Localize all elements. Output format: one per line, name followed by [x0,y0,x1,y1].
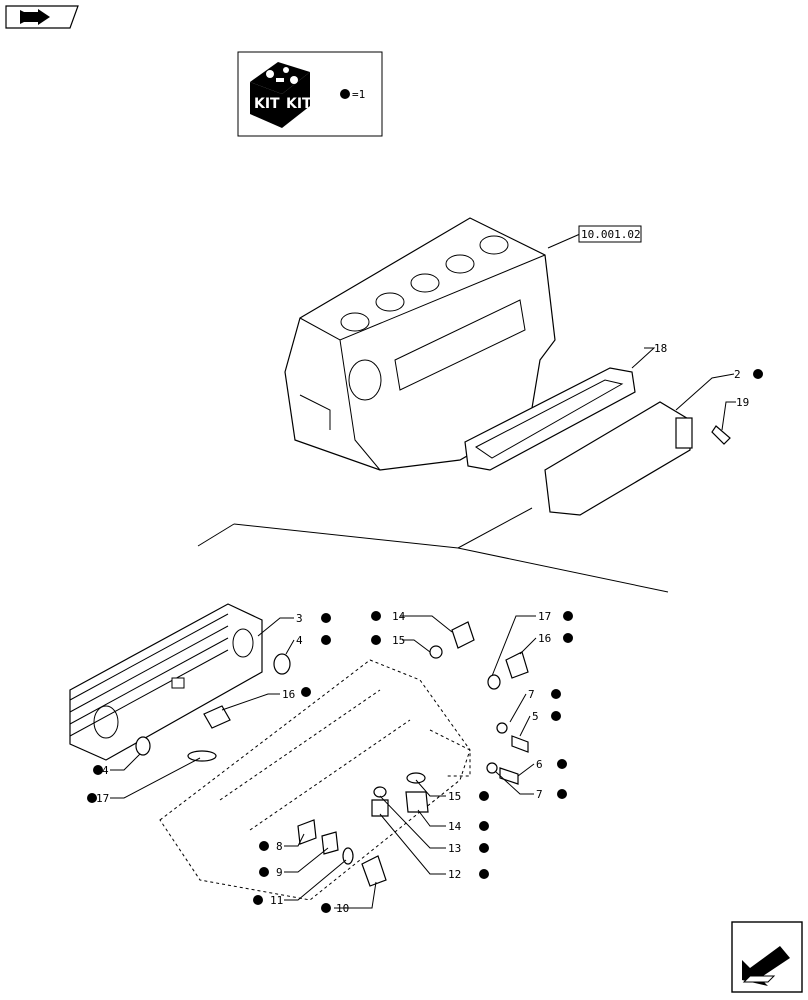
kit-word-left: KIT [254,96,280,112]
leader-lines [110,347,736,909]
callout-12: 12 [448,868,461,881]
plug-14-bottom [405,791,429,813]
ring-seal-4-left [135,736,151,756]
callout-5: 5 [532,710,539,723]
kit-word-right: KIT [286,96,312,112]
callout-17-right: 17 [538,610,551,623]
bolt-5 [511,735,529,753]
plug-9 [321,831,339,855]
callout-18: 18 [654,342,667,355]
washer-7-upper [496,722,508,734]
callout-16-left: 16 [282,688,295,701]
kit-dots [87,369,763,913]
callout-13: 13 [448,842,461,855]
screw-19-part [711,425,731,445]
ring-15-top [429,645,443,659]
callout-14-bottom: 14 [448,820,462,833]
plug-12 [371,799,389,817]
callout-7-upper: 7 [528,688,535,701]
next-page-arrow-icon[interactable] [731,921,803,993]
callout-2: 2 [734,368,741,381]
callout-19: 19 [736,396,749,409]
callout-16-right: 16 [538,632,551,645]
callout-4-left: 4 [102,764,109,777]
plug-16-right [505,651,529,679]
oil-cooler-cover-part [544,401,693,516]
book-arrow-icon[interactable] [5,5,79,29]
callout-3: 3 [296,612,303,625]
callout-10: 10 [336,902,349,915]
ring-15-bottom [406,772,426,784]
bolt-6 [499,767,519,785]
callout-15-bottom: 15 [448,790,461,803]
fitting-10 [361,855,387,887]
ring-seal-4-right [273,653,291,675]
housing-part [159,659,471,901]
kit-dot-icon [340,89,350,99]
callout-17-left: 17 [96,792,109,805]
ring-17-right [487,674,501,690]
cooler-core-part [69,603,263,761]
callout-9: 9 [276,866,283,879]
callout-6: 6 [536,758,543,771]
gasket-part [464,367,636,471]
plug-14-top [451,621,475,649]
callout-15-top: 15 [392,634,405,647]
reference-label-text: 10.001.02 [581,228,641,241]
callout-14-top: 14 [392,610,406,623]
callout-4-right: 4 [296,634,303,647]
callout-labels: 18 2 19 3 4 16 14 15 17 16 7 5 6 7 15 14… [96,342,749,915]
kit-legend: KIT KIT =1 [237,51,383,137]
callout-8: 8 [276,840,283,853]
kit-box-icon: KIT KIT [250,62,312,128]
kit-equals-label: =1 [352,88,365,101]
ring-13 [373,786,387,798]
callout-7-lower: 7 [536,788,543,801]
plug-16-left [203,705,231,729]
washer-7-lower [486,762,498,774]
reference-label[interactable]: 10.001.02 [547,225,642,249]
callout-11: 11 [270,894,283,907]
ring-seal-17-left [187,750,217,762]
